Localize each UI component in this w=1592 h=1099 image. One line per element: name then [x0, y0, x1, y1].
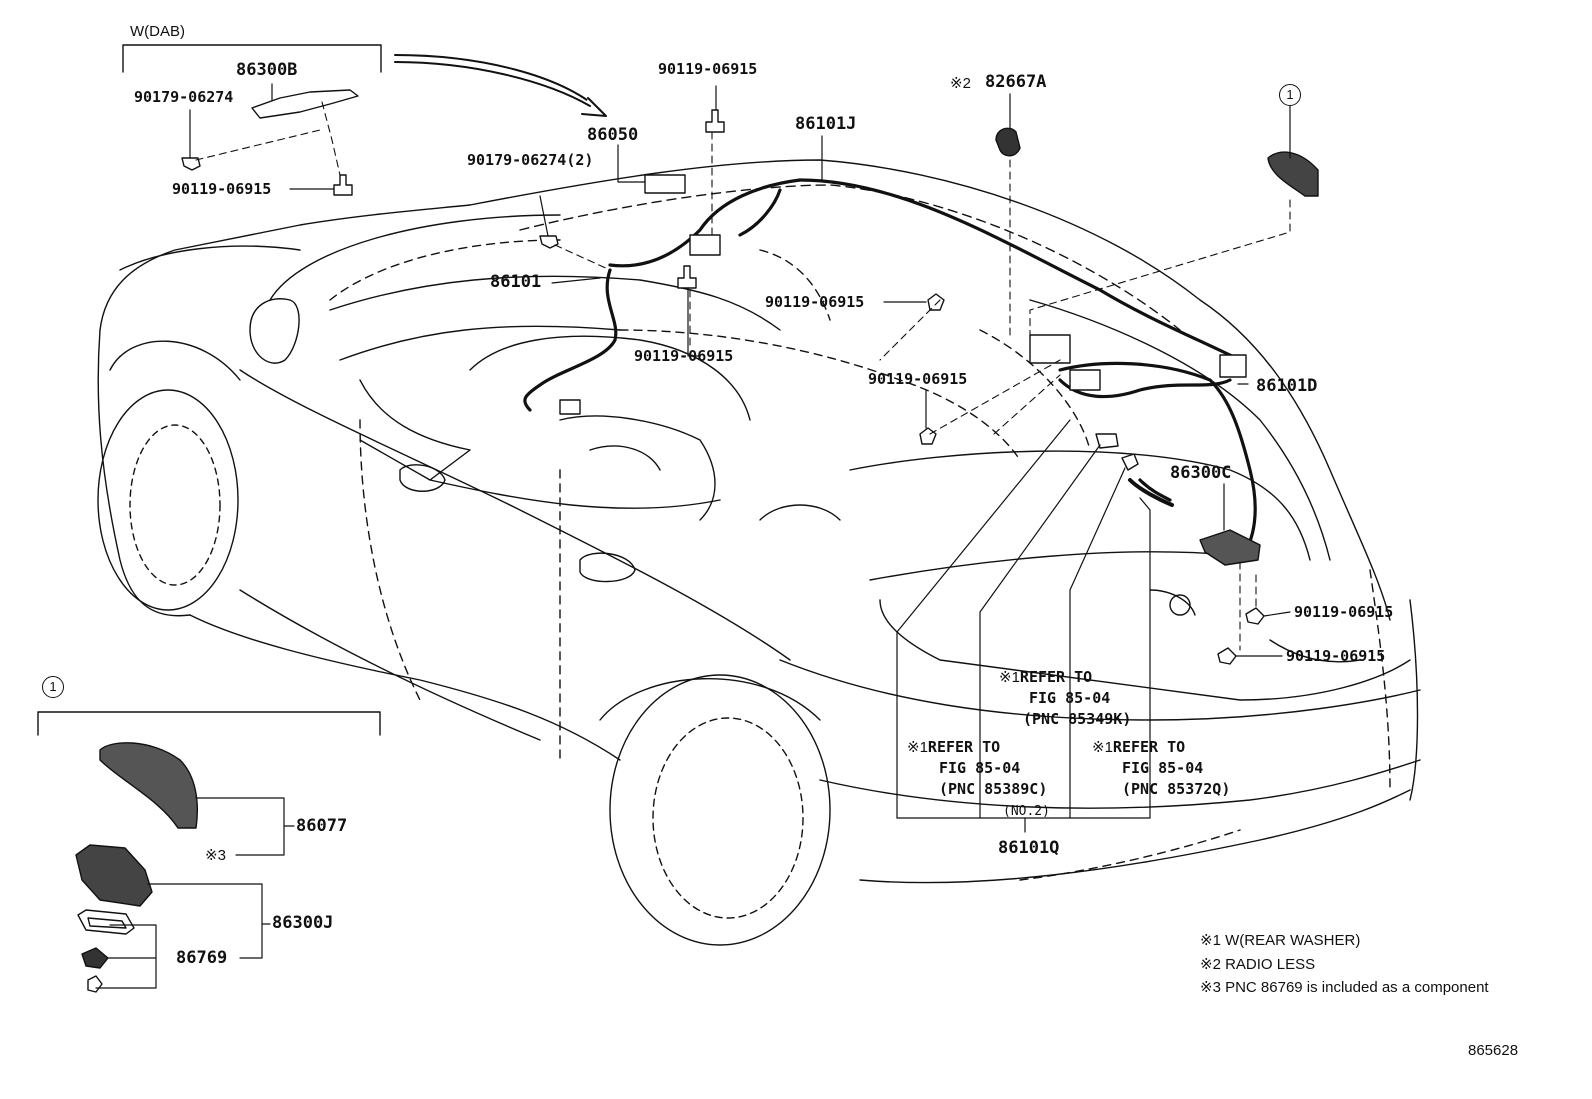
- washer-fitting-icon: [1121, 453, 1139, 471]
- refer-pnc: (PNC 85349K): [1023, 710, 1132, 728]
- note-1: ※1 W(REAR WASHER): [1200, 932, 1361, 949]
- label-86769: 86769: [176, 948, 228, 968]
- label-86101d: 86101D: [1256, 376, 1318, 396]
- harness-connector: [689, 234, 721, 256]
- gasket-86769-icon: [77, 909, 135, 935]
- refer-pnc: (PNC 85389C): [939, 780, 1048, 798]
- leader-lines: [95, 83, 1291, 989]
- callout-circle-1-top: 1: [1279, 84, 1301, 106]
- refer-mark: ※1: [907, 739, 928, 756]
- refer-note-85389c: ※1REFER TO FIG 85-04 (PNC 85389C) (NO.2): [907, 737, 1050, 822]
- label-86050: 86050: [587, 125, 639, 145]
- shark-fin-antenna-icon: [1267, 151, 1319, 197]
- car-body-outline: [97, 159, 1421, 946]
- harness-connector: [1029, 334, 1071, 364]
- clip-90179-icon: [539, 235, 559, 249]
- shark-fin-antenna-86077-icon: [99, 742, 199, 829]
- label-86300c: 86300C: [1170, 463, 1232, 483]
- refer-no: (NO.2): [1003, 804, 1050, 819]
- refer-fig: FIG 85-04: [1122, 759, 1204, 777]
- note-2: ※2 RADIO LESS: [1200, 956, 1316, 973]
- label-86101: 86101: [490, 272, 542, 292]
- refer-fig: FIG 85-04: [1029, 689, 1111, 707]
- dab-group-bracket: [122, 44, 382, 73]
- bracket-86300b: [251, 89, 359, 119]
- dashed-guide-lines: [195, 101, 1291, 651]
- label-90119-06915-r2: 90119-06915: [1286, 647, 1386, 665]
- curved-arrow-head-icon: [581, 97, 607, 117]
- bolt-90119-icon: [927, 293, 945, 311]
- label-86300b: 86300B: [236, 60, 298, 80]
- clip-90179-icon: [181, 157, 201, 171]
- label-90119-06915-a: 90119-06915: [172, 180, 272, 198]
- label-86101q: 86101Q: [998, 838, 1060, 858]
- refer-note-85372q: ※1REFER TO FIG 85-04 (PNC 85372Q): [1092, 737, 1230, 800]
- bolt-90119-icon: [333, 174, 353, 196]
- label-90119-06915-mid2: 90119-06915: [634, 347, 734, 365]
- nut-86769-icon: [81, 947, 109, 969]
- label-90119-06915-r1: 90119-06915: [1294, 603, 1394, 621]
- label-82667a: 82667A: [985, 72, 1047, 92]
- label-w-dab: W(DAB): [130, 23, 185, 40]
- figure-id: 865628: [1468, 1042, 1519, 1059]
- antenna-assembly-86300j-icon: [75, 844, 153, 907]
- harness-connector: [559, 399, 581, 415]
- label-90119-06915-top: 90119-06915: [658, 60, 758, 78]
- callout-circle-1-bottom: 1: [42, 676, 64, 698]
- label-86101j: 86101J: [795, 114, 857, 134]
- refer-fig: FIG 85-04: [939, 759, 1021, 777]
- bolt-90119-icon: [705, 109, 725, 133]
- curved-arrow-icon: [394, 54, 601, 111]
- bolt-90119-icon: [677, 265, 697, 289]
- washer-hose-icon: [1128, 478, 1174, 507]
- refer-pnc: (PNC 85372Q): [1122, 780, 1231, 798]
- refer-line: REFER TO: [1112, 738, 1186, 756]
- antenna-amplifier-86050: [644, 174, 686, 194]
- refer-mark: ※1: [999, 669, 1020, 686]
- grommet-82667a-icon: [995, 127, 1021, 157]
- antenna-group-bracket: [37, 711, 381, 736]
- antenna-cord-harness: [523, 178, 1257, 562]
- label-90179-06274-a: 90179-06274: [134, 88, 234, 106]
- label-note2-mark: ※2: [950, 75, 971, 92]
- label-90179-06274-2: 90179-06274(2): [467, 151, 594, 169]
- label-86300j: 86300J: [272, 913, 334, 933]
- bracket-86300c: [1199, 529, 1261, 566]
- note-3: ※3 PNC 86769 is included as a component: [1200, 979, 1489, 996]
- refer-line: REFER TO: [1019, 668, 1093, 686]
- refer-mark: ※1: [1092, 739, 1113, 756]
- label-90119-06915-mid1: 90119-06915: [765, 293, 865, 311]
- screw-86769-icon: [87, 975, 103, 993]
- harness-connector: [1219, 354, 1247, 378]
- label-86077: 86077: [296, 816, 348, 836]
- harness-connector: [1069, 369, 1101, 391]
- refer-line: REFER TO: [927, 738, 1001, 756]
- washer-fitting-icon: [1095, 433, 1119, 449]
- refer-note-85349k: ※1REFER TO FIG 85-04 (PNC 85349K): [999, 667, 1131, 730]
- bolt-90119-icon: [1245, 607, 1265, 625]
- label-90119-06915-mid3: 90119-06915: [868, 370, 968, 388]
- bolt-90119-icon: [919, 427, 937, 445]
- bolt-90119-icon: [1217, 647, 1237, 665]
- label-note3-mark: ※3: [205, 847, 226, 864]
